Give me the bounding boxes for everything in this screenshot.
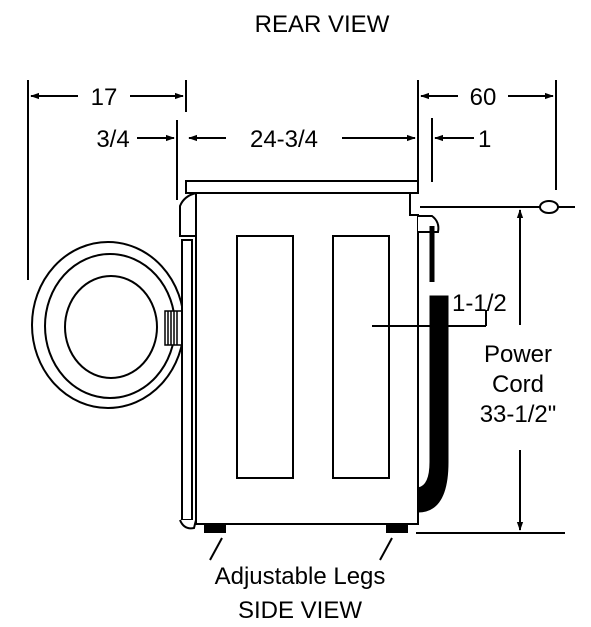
dim-label-24-3-4: 24-3/4 [250,126,318,153]
dim-label-1-1-2: 1-1/2 [452,290,507,317]
front-trim [179,191,197,530]
dryer-top [185,180,419,194]
dim-label-3-4: 3/4 [96,126,129,153]
dimension-24-3-4: 24-3/4 [188,126,416,153]
dim-label-1: 1 [478,126,491,153]
dimension-3-4: 3/4 [96,126,175,153]
side-panel-right [332,235,390,479]
power-cord-label-line1: Power [484,341,552,368]
dryer-cabinet [195,192,419,525]
dimension-1-1-2: 1-1/2 [372,290,507,327]
extension-lines [27,80,575,534]
power-cord-label-line3: 33-1/2" [480,401,557,428]
power-cord [417,295,449,513]
leg-leaders [209,537,393,561]
dim-label-60: 60 [470,84,497,111]
title-side-view: SIDE VIEW [238,597,362,624]
dryer-door [31,241,185,409]
power-cord-label-line2: Cord [492,371,544,398]
title-rear-view: REAR VIEW [255,11,390,38]
door-hinge [164,310,183,346]
adjustable-legs [204,523,408,533]
side-panel-left [236,235,294,479]
dimension-60: 60 [420,84,554,111]
dim-label-17: 17 [91,84,118,111]
adjustable-legs-label: Adjustable Legs [215,563,386,590]
rear-connector [418,215,440,282]
dimension-1: 1 [434,126,491,153]
dimension-17: 17 [30,84,184,111]
plug-icon [539,200,559,214]
